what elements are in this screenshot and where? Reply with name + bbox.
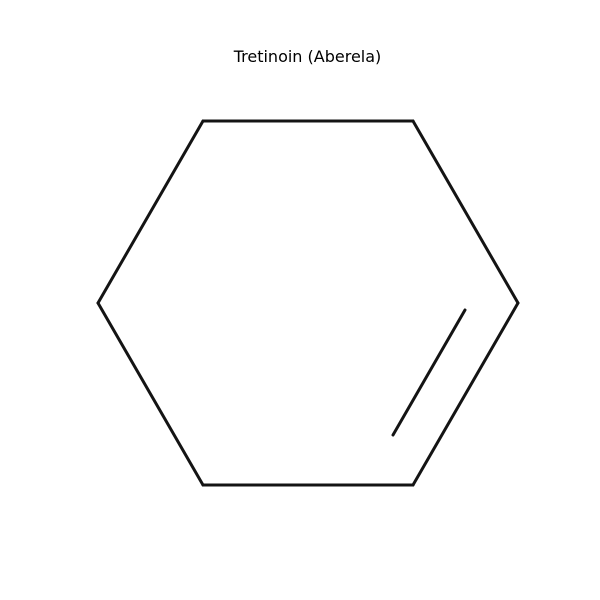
bond-6-1 <box>96 119 205 305</box>
bond-5-6 <box>96 301 205 487</box>
bond-3-4-double-line <box>391 308 467 437</box>
figure-title: Tretinoin (Aberela) <box>233 47 382 66</box>
bond-2-3 <box>411 119 520 305</box>
bond-3-4 <box>411 301 520 487</box>
